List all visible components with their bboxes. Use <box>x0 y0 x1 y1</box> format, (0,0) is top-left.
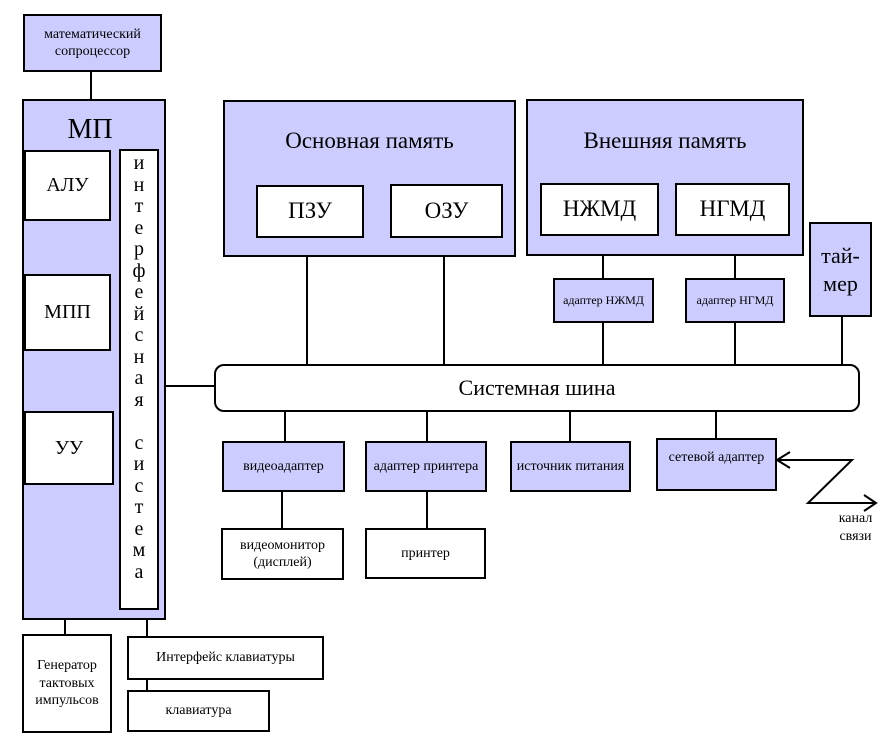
interface-letter: н <box>133 345 145 368</box>
connector-mp-generator <box>64 618 66 636</box>
printer-adapter-label: адаптер принтера <box>373 458 479 474</box>
connector-rom-bus <box>306 236 308 366</box>
power-supply: источник питания <box>510 441 631 492</box>
power-supply-label: источник питания <box>516 458 625 474</box>
fdd-block: НГМД <box>675 183 790 236</box>
math-coprocessor-label: математический сопроцессор <box>44 26 141 60</box>
interface-letter: а <box>134 560 144 583</box>
interface-letter: м <box>132 539 146 561</box>
keyboard-label: клавиатура <box>165 703 232 719</box>
connector-coproc-mp <box>90 70 92 100</box>
printer-label: принтер <box>401 545 450 561</box>
connector-timer-bus <box>841 315 843 366</box>
clock-generator-label: Генератор тактовых импульсов <box>35 658 99 709</box>
interface-letter: с <box>134 474 144 497</box>
hdd-adapter-label: адаптер НЖМД <box>563 293 644 307</box>
interface-letter: т <box>134 496 144 518</box>
clock-generator: Генератор тактовых импульсов <box>22 634 112 733</box>
network-adapter: сетевой адаптер <box>656 438 777 491</box>
system-bus: Системная шина <box>214 364 860 412</box>
interface-letter: и <box>133 453 145 475</box>
fdd-adapter: адаптер НГМД <box>685 278 785 323</box>
comm-channel-label: канал связи <box>838 511 873 545</box>
math-coprocessor: математический сопроцессор <box>23 14 162 72</box>
interface-letter: е <box>134 281 144 303</box>
fdd-label: НГМД <box>699 196 766 222</box>
control-unit-label: УУ <box>54 436 84 459</box>
rom-label: ПЗУ <box>288 198 332 224</box>
external-memory-title: Внешняя память <box>583 128 747 153</box>
connector-fddadapter-bus <box>734 321 736 366</box>
interface-letter: я <box>134 388 144 411</box>
connector-mp-bus <box>165 385 216 387</box>
interface-letter: с <box>134 431 144 454</box>
video-monitor: видеомонитор (дисплей) <box>221 528 344 580</box>
interface-letter: с <box>134 324 144 346</box>
hdd-label: НЖМД <box>562 196 637 222</box>
keyboard-interface: Интерфейс клавиатуры <box>127 636 324 680</box>
hdd-adapter: адаптер НЖМД <box>553 278 654 323</box>
printer-adapter: адаптер принтера <box>365 441 487 492</box>
interface-letter: ф <box>132 259 146 282</box>
rom-block: ПЗУ <box>256 185 364 238</box>
network-adapter-label: сетевой адаптер <box>668 450 765 465</box>
connector-kbinterface-keyboard <box>146 678 148 692</box>
printer: принтер <box>365 528 486 579</box>
ram-label: ОЗУ <box>424 197 469 223</box>
fdd-adapter-label: адаптер НГМД <box>696 293 774 307</box>
connector-mp-kbinterface <box>146 618 148 638</box>
interface-letter: е <box>134 216 144 239</box>
interface-system-block: и н т е р ф е й с н а я с и с т е м а <box>119 149 159 610</box>
microprocessor-title: МП <box>67 114 113 145</box>
alu-label: АЛУ <box>46 174 89 196</box>
keyboard-interface-label: Интерфейс клавиатуры <box>156 650 295 666</box>
interface-letter: и <box>133 152 145 174</box>
interface-letter: т <box>134 195 144 217</box>
interface-letter: а <box>134 367 144 389</box>
timer: тай- мер <box>809 222 872 317</box>
mpp-label: МПП <box>44 301 91 323</box>
keyboard: клавиатура <box>127 690 270 732</box>
system-bus-label: Системная шина <box>458 375 616 401</box>
timer-label: тай- мер <box>821 243 860 296</box>
mpp-block: МПП <box>24 274 111 351</box>
connector-bus-printeradapter <box>426 410 428 443</box>
connector-ram-bus <box>443 236 445 366</box>
connector-bus-power <box>569 410 571 443</box>
video-adapter-label: видеоадаптер <box>243 458 324 474</box>
video-adapter: видеоадаптер <box>222 441 345 492</box>
control-unit-block: УУ <box>24 411 114 485</box>
video-monitor-label: видеомонитор (дисплей) <box>240 537 325 571</box>
connector-fdd-adapter <box>734 234 736 280</box>
connector-printeradapter-printer <box>426 490 428 530</box>
ram-block: ОЗУ <box>390 184 503 238</box>
connector-video-monitor <box>281 490 283 530</box>
hdd-block: НЖМД <box>540 183 659 236</box>
alu-block: АЛУ <box>24 150 111 221</box>
connector-bus-video <box>284 410 286 443</box>
interface-letter: й <box>133 302 145 325</box>
interface-letter: н <box>133 173 145 196</box>
main-memory-title: Основная память <box>285 128 454 153</box>
connector-hdd-adapter <box>602 234 604 280</box>
connector-hddadapter-bus <box>602 321 604 366</box>
interface-letter: е <box>134 517 144 540</box>
interface-letter: р <box>134 238 144 260</box>
connector-bus-network <box>715 410 717 440</box>
